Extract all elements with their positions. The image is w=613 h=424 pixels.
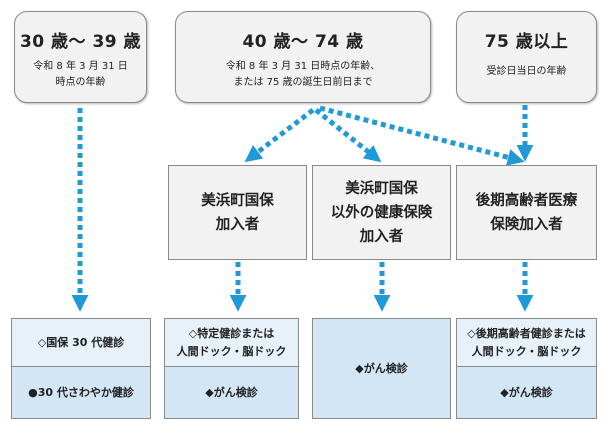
age-title: 40 歳～ 74 歳 [242, 32, 364, 52]
checkup-col4-bottom: ◆がん検診 [456, 366, 597, 419]
age-box-30s: 30 歳～ 39 歳 令和 8 年 3 月 31 日 時点の年齢 [14, 11, 147, 103]
checkup-col2-top: ◇特定健診または 人間ドック・脳ドック [164, 318, 299, 367]
checkup-col2-bottom: ◆がん検診 [164, 366, 299, 419]
checkup-col1-top: ◇国保 30 代健診 [11, 318, 151, 367]
checkup-col4-top: ◇後期高齢者健診または 人間ドック・脳ドック [456, 318, 597, 367]
insurer-box-elderly: 後期高齢者医療 保険加入者 [456, 165, 597, 260]
age-note: 令和 8 年 3 月 31 日時点の年齢、 または 75 歳の誕生日前日まで [225, 61, 381, 88]
insurer-box-other: 美浜町国保 以外の健康保険 加入者 [312, 165, 451, 260]
age-box-40s: 40 歳～ 74 歳 令和 8 年 3 月 31 日時点の年齢、 または 75 … [175, 11, 431, 103]
arrow-40s-to-elderly [319, 105, 525, 166]
age-note: 受診日当日の年齢 [486, 66, 567, 77]
age-box-75: 75 歳以上 受診日当日の年齢 [456, 11, 597, 103]
age-title: 30 歳～ 39 歳 [19, 32, 142, 52]
age-title: 75 歳以上 [484, 32, 569, 52]
checkup-col1-bottom: ●30 代さわやか健診 [11, 366, 151, 419]
arrow-40s-to-minpaku [244, 108, 315, 163]
age-note: 令和 8 年 3 月 31 日 時点の年齢 [33, 61, 128, 88]
insurer-box-minpaku: 美浜町国保 加入者 [168, 165, 307, 260]
checkup-col3: ◆がん検診 [312, 318, 451, 419]
arrow-40s-to-other [314, 108, 382, 163]
